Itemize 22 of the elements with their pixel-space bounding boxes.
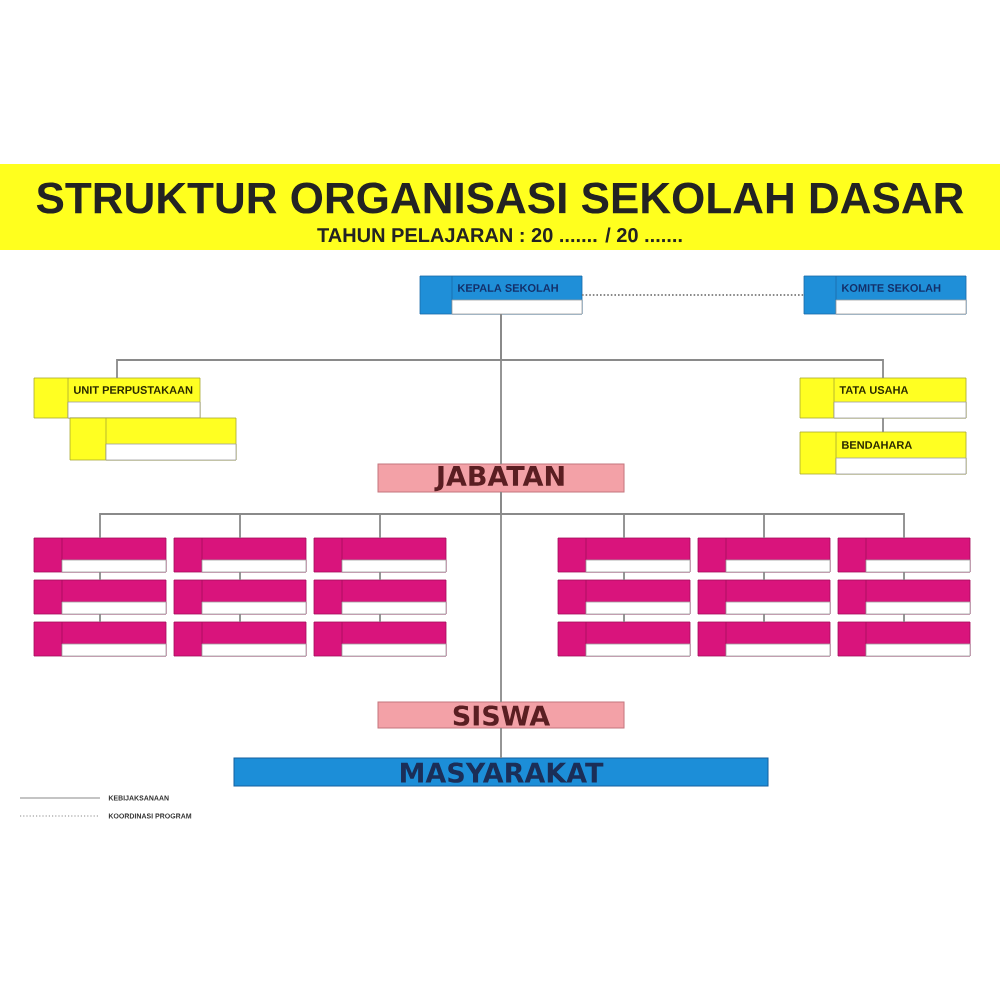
connector-line xyxy=(581,294,805,296)
connector-line xyxy=(500,313,502,465)
heading-bar: SISWA xyxy=(377,701,625,729)
connector-line xyxy=(500,491,502,703)
connector-line xyxy=(882,417,884,433)
connector-line xyxy=(903,571,905,581)
connector-line xyxy=(500,727,502,759)
connector-line xyxy=(623,613,625,623)
connector-line xyxy=(99,571,101,581)
connector-line xyxy=(99,613,101,623)
title: STRUKTUR ORGANISASI SEKOLAH DASAR xyxy=(36,182,964,214)
connector-line xyxy=(623,571,625,581)
connector-line xyxy=(763,613,765,623)
heading-bar: MASYARAKAT xyxy=(233,757,769,787)
connector-line xyxy=(763,571,765,581)
connector-line xyxy=(379,613,381,623)
connector-line xyxy=(239,571,241,581)
connector-line xyxy=(239,613,241,623)
heading-bar: JABATAN xyxy=(377,463,625,493)
subtitle: TAHUN PELAJARAN : 20 ....... / 20 ....... xyxy=(317,227,682,243)
connector-line xyxy=(903,613,905,623)
connector-line xyxy=(379,571,381,581)
